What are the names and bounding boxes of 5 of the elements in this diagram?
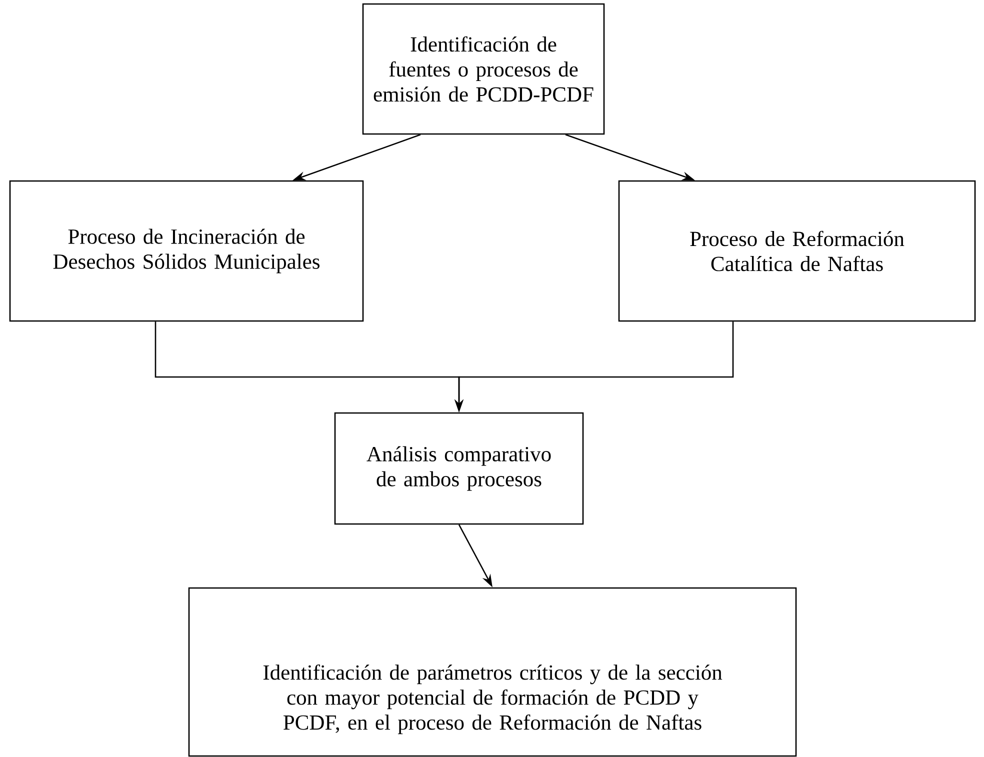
process-box: Análisis comparativo de ambos procesos [334,412,584,525]
process-box: Proceso de Incineración de Desechos Sólidos Municipales [9,180,364,322]
process-box: Identificación de fuentes o procesos de emisión de PCDD-PCDF [362,3,605,135]
process-box: Proceso de Reformación Catalítica de Naftas [618,180,976,322]
process-box: Identificación de parámetros críticos y de la sección con mayor potencial de formación de PCDD y PCDF, en el proceso de Reformación de Naftas [188,587,797,757]
